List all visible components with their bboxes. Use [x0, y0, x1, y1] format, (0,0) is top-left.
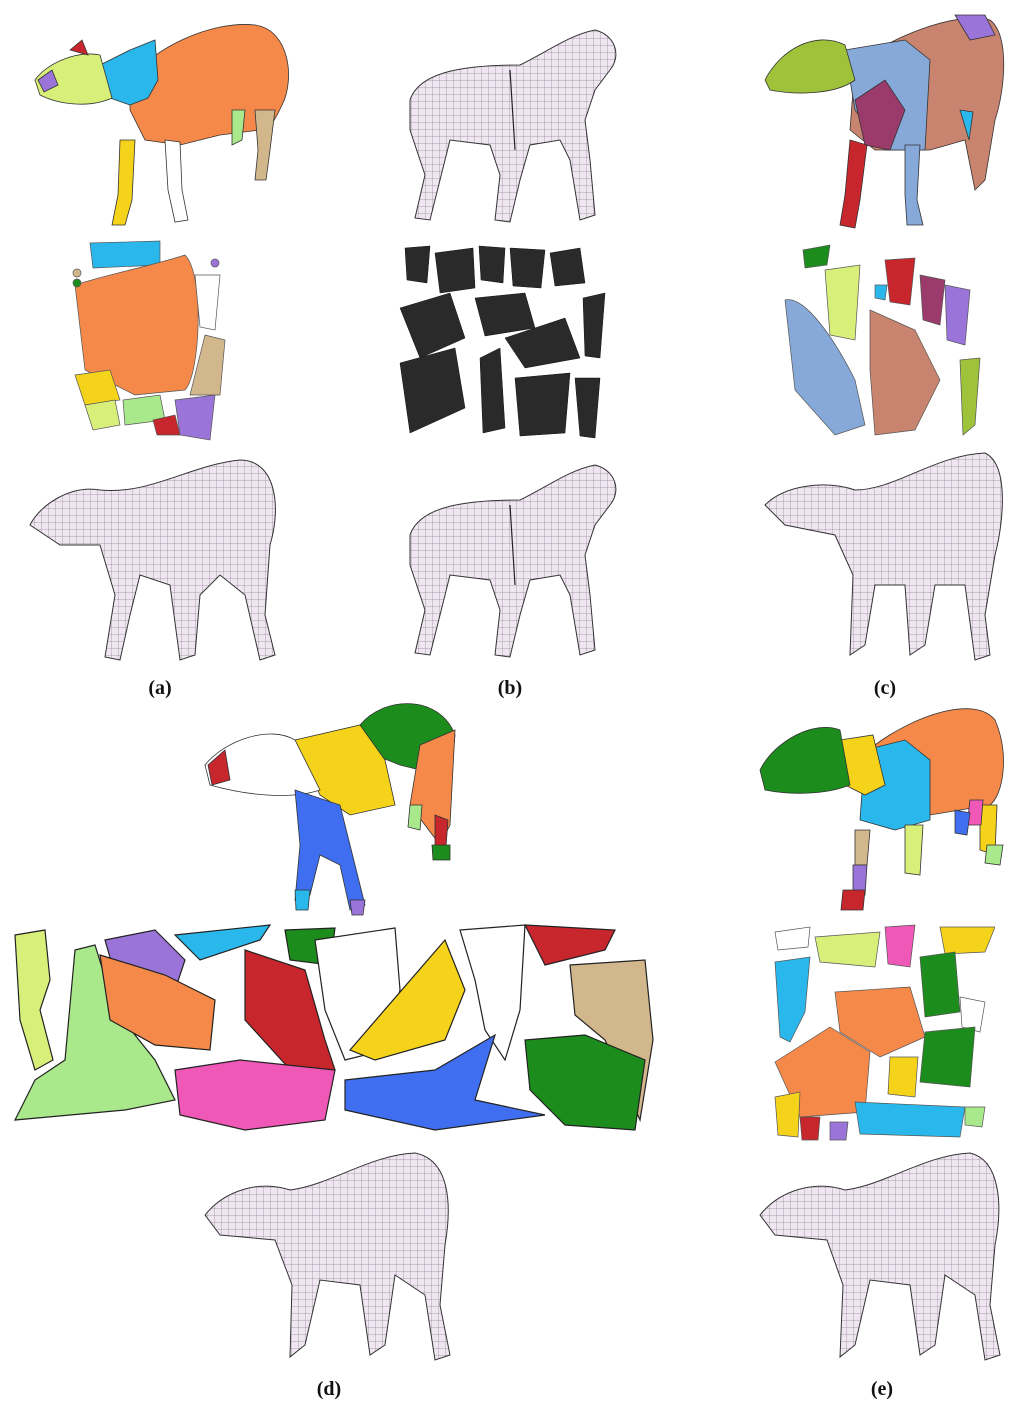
- panel-c-segmented-horse: [755, 10, 1005, 235]
- panel-c-uv-chart: [775, 240, 990, 445]
- caption-e: (e): [842, 1378, 922, 1401]
- panel-a-segmented-horse: [20, 10, 290, 235]
- panel-a-uv-chart: [65, 235, 235, 445]
- panel-d-remeshed-horse: [200, 1145, 460, 1375]
- panel-e-uv-chart: [770, 922, 995, 1147]
- caption-d: (d): [289, 1378, 369, 1401]
- panel-e-segmented-horse: [755, 695, 1005, 920]
- caption-b: (b): [470, 677, 550, 700]
- panel-b-uv-chart: [395, 238, 610, 443]
- caption-a: (a): [120, 677, 200, 700]
- panel-a-remeshed-horse: [20, 445, 290, 670]
- panel-e-remeshed-horse: [755, 1145, 1005, 1375]
- panel-d-uv-chart: [5, 920, 660, 1145]
- panel-c-remeshed-horse: [755, 445, 1005, 670]
- panel-b-mesh-horse: [390, 10, 640, 235]
- panel-b-remeshed-horse: [390, 445, 640, 670]
- panel-d-segmented-horse: [200, 695, 460, 925]
